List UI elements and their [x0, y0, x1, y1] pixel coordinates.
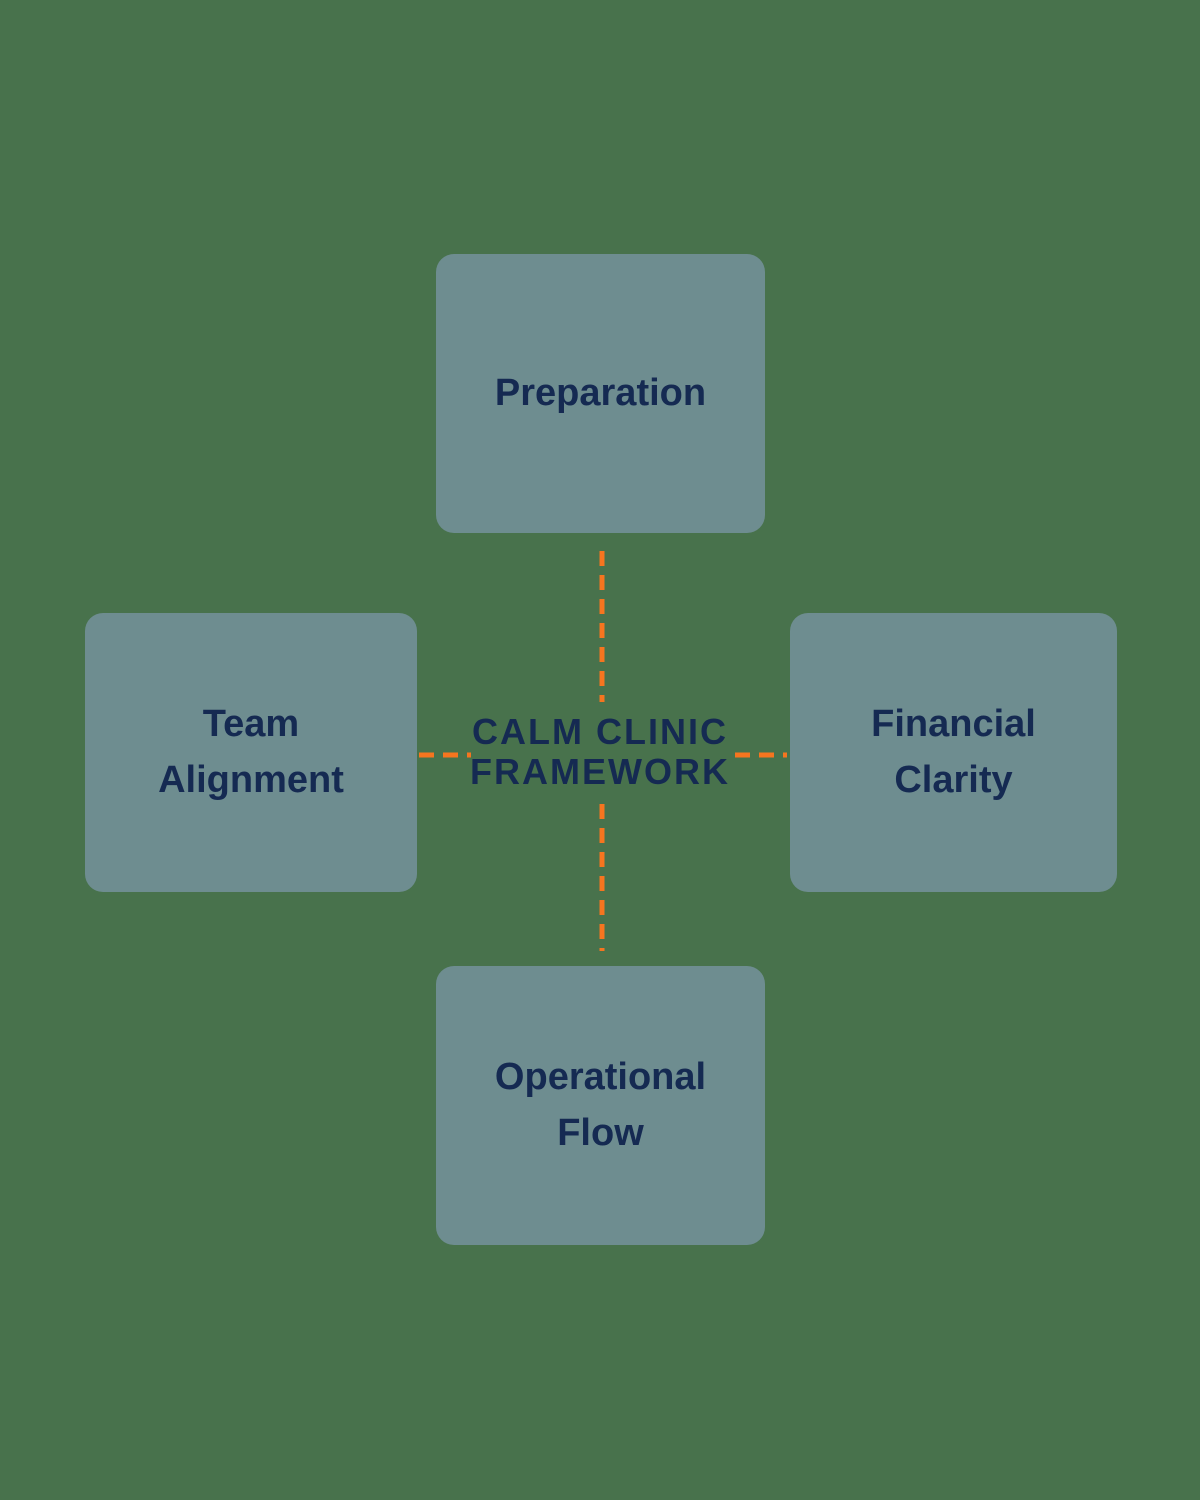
center-title: CALM CLINIC FRAMEWORK: [400, 712, 800, 792]
node-financial-clarity-label: Financial Clarity: [871, 703, 1036, 801]
node-operational-flow-label: Operational Flow: [494, 1056, 707, 1154]
node-team-alignment-label: Team Alignment: [158, 703, 344, 801]
center-title-line-2: FRAMEWORK: [470, 751, 730, 792]
node-operational-flow: Operational Flow: [436, 966, 765, 1245]
node-preparation: Preparation: [436, 254, 765, 533]
node-financial-clarity: Financial Clarity: [790, 613, 1117, 892]
node-preparation-label: Preparation: [494, 371, 707, 414]
node-team-alignment: Team Alignment: [85, 613, 417, 892]
center-title-line-1: CALM CLINIC: [472, 711, 728, 752]
